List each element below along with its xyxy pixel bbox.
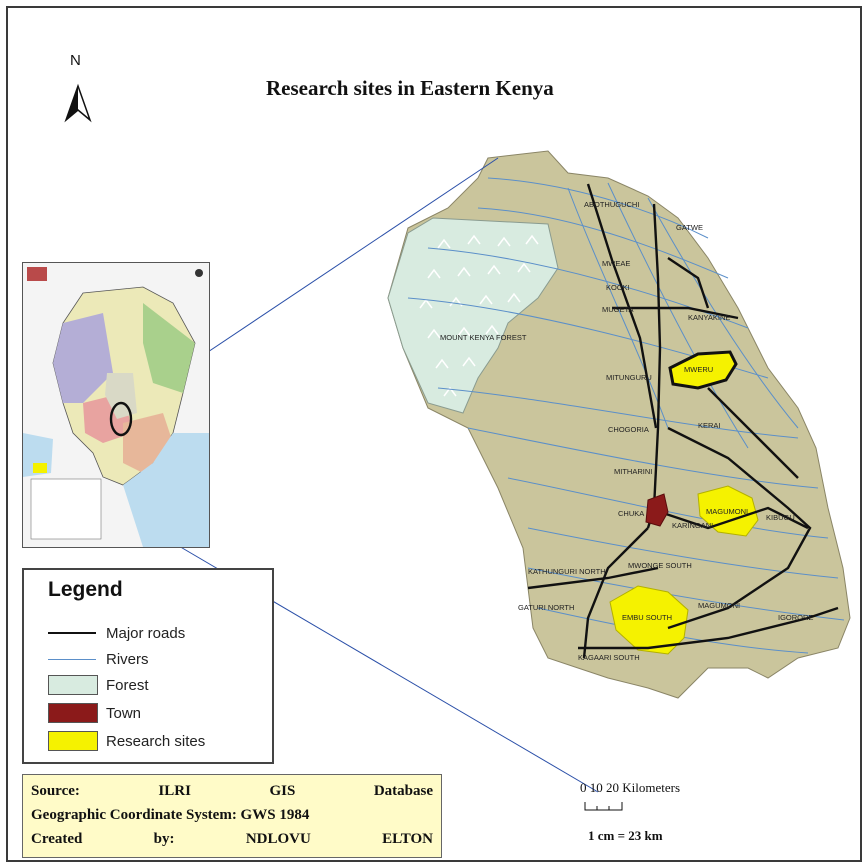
map-label: IGORORE	[778, 613, 813, 622]
legend-label: Forest	[106, 676, 149, 694]
map-label: KERAI	[698, 421, 721, 430]
map-label: MITUNGURU	[606, 373, 652, 382]
source-info-box: Source: ILRI GIS Database Geographic Coo…	[22, 774, 442, 858]
map-label: GATWE	[676, 223, 703, 232]
map-label: MWONGE SOUTH	[628, 561, 692, 570]
map-label: MITHARINI	[614, 467, 652, 476]
inset-map-graphic	[23, 263, 209, 547]
source-line-2: Geographic Coordinate System: GWS 1984	[31, 807, 433, 824]
research-site-mweru	[668, 350, 738, 390]
legend-town-symbol	[48, 703, 98, 723]
legend-label: Rivers	[106, 650, 149, 668]
legend-forest-symbol	[48, 675, 98, 695]
map-title: Research sites in Eastern Kenya	[266, 76, 554, 100]
map-label: MUGETA	[602, 305, 634, 314]
legend-road-symbol	[48, 632, 96, 634]
inset-map-kenya	[22, 262, 210, 548]
legend-row-rivers: Rivers	[48, 648, 149, 670]
legend-row-town: Town	[48, 702, 141, 724]
map-label: MAGUMONI	[698, 601, 740, 610]
inset-legend	[30, 478, 102, 540]
source-text: by:	[153, 831, 175, 847]
scale-equivalence: 1 cm = 23 km	[588, 828, 663, 843]
map-label: KARINGANI	[672, 521, 713, 530]
research-site-embu-south	[609, 585, 689, 655]
map-label: ABOTHUGUCHI	[584, 200, 639, 209]
map-label: EMBU SOUTH	[622, 613, 672, 622]
inset-flag-icon	[27, 267, 47, 281]
legend-label: Research sites	[106, 732, 206, 750]
legend-research-symbol	[48, 731, 98, 751]
map-frame: ABOTHUGUCHI GATWE MWEAE KOOKI MUGETA KAN…	[6, 6, 862, 862]
map-label: KIBUGU	[766, 513, 795, 522]
map-label: CHOGORIA	[608, 425, 649, 434]
source-text: Created	[31, 831, 83, 847]
forest-area	[387, 217, 559, 414]
source-text: GIS	[269, 783, 296, 799]
map-label: KOOKI	[606, 283, 630, 292]
map-label: KATHUNGURI NORTH	[528, 567, 606, 576]
major-roads	[527, 183, 839, 659]
legend-row-forest: Forest	[48, 674, 149, 696]
source-text: Geographic Coordinate System: GWS 1984	[31, 807, 310, 823]
north-arrow-icon	[64, 83, 92, 123]
map-label: CHUKA	[618, 509, 644, 518]
map-label: MOUNT KENYA FOREST	[440, 333, 527, 342]
legend-label: Major roads	[106, 624, 186, 642]
inset-highlight-ring	[109, 401, 133, 437]
scale-ticks-label: 0 10 20 Kilometers	[580, 780, 681, 795]
scale-bar	[584, 802, 623, 811]
source-text: Source:	[31, 783, 80, 799]
source-text: ELTON	[382, 831, 433, 847]
legend-panel: Legend Major roads Rivers Forest Town Re…	[22, 568, 274, 764]
map-label: MAGUMONI	[706, 507, 748, 516]
north-letter: N	[70, 52, 81, 69]
source-text: NDLOVU	[245, 831, 311, 847]
map-label: KAGAARI SOUTH	[578, 653, 640, 662]
research-site-karingani	[697, 485, 759, 537]
source-line-1: Source: ILRI GIS Database	[31, 783, 433, 800]
source-text: ILRI	[158, 783, 191, 799]
map-canvas: ABOTHUGUCHI GATWE MWEAE KOOKI MUGETA KAN…	[64, 83, 851, 811]
town-marker	[645, 493, 669, 527]
legend-label: Town	[106, 704, 142, 722]
map-label: MWEAE	[602, 259, 630, 268]
map-label: GATURI NORTH	[518, 603, 574, 612]
legend-row-major-roads: Major roads	[48, 622, 185, 644]
pointer-line-top	[165, 157, 499, 381]
inset-compass-icon	[195, 269, 203, 277]
legend-river-symbol	[48, 658, 96, 660]
legend-row-research-sites: Research sites	[48, 730, 205, 752]
source-line-3: Created by: NDLOVU ELTON	[31, 831, 433, 848]
source-text: Database	[373, 783, 433, 799]
map-label: MWERU	[684, 365, 713, 374]
legend-title: Legend	[48, 578, 123, 601]
map-label: KANYAKINE	[688, 313, 730, 322]
